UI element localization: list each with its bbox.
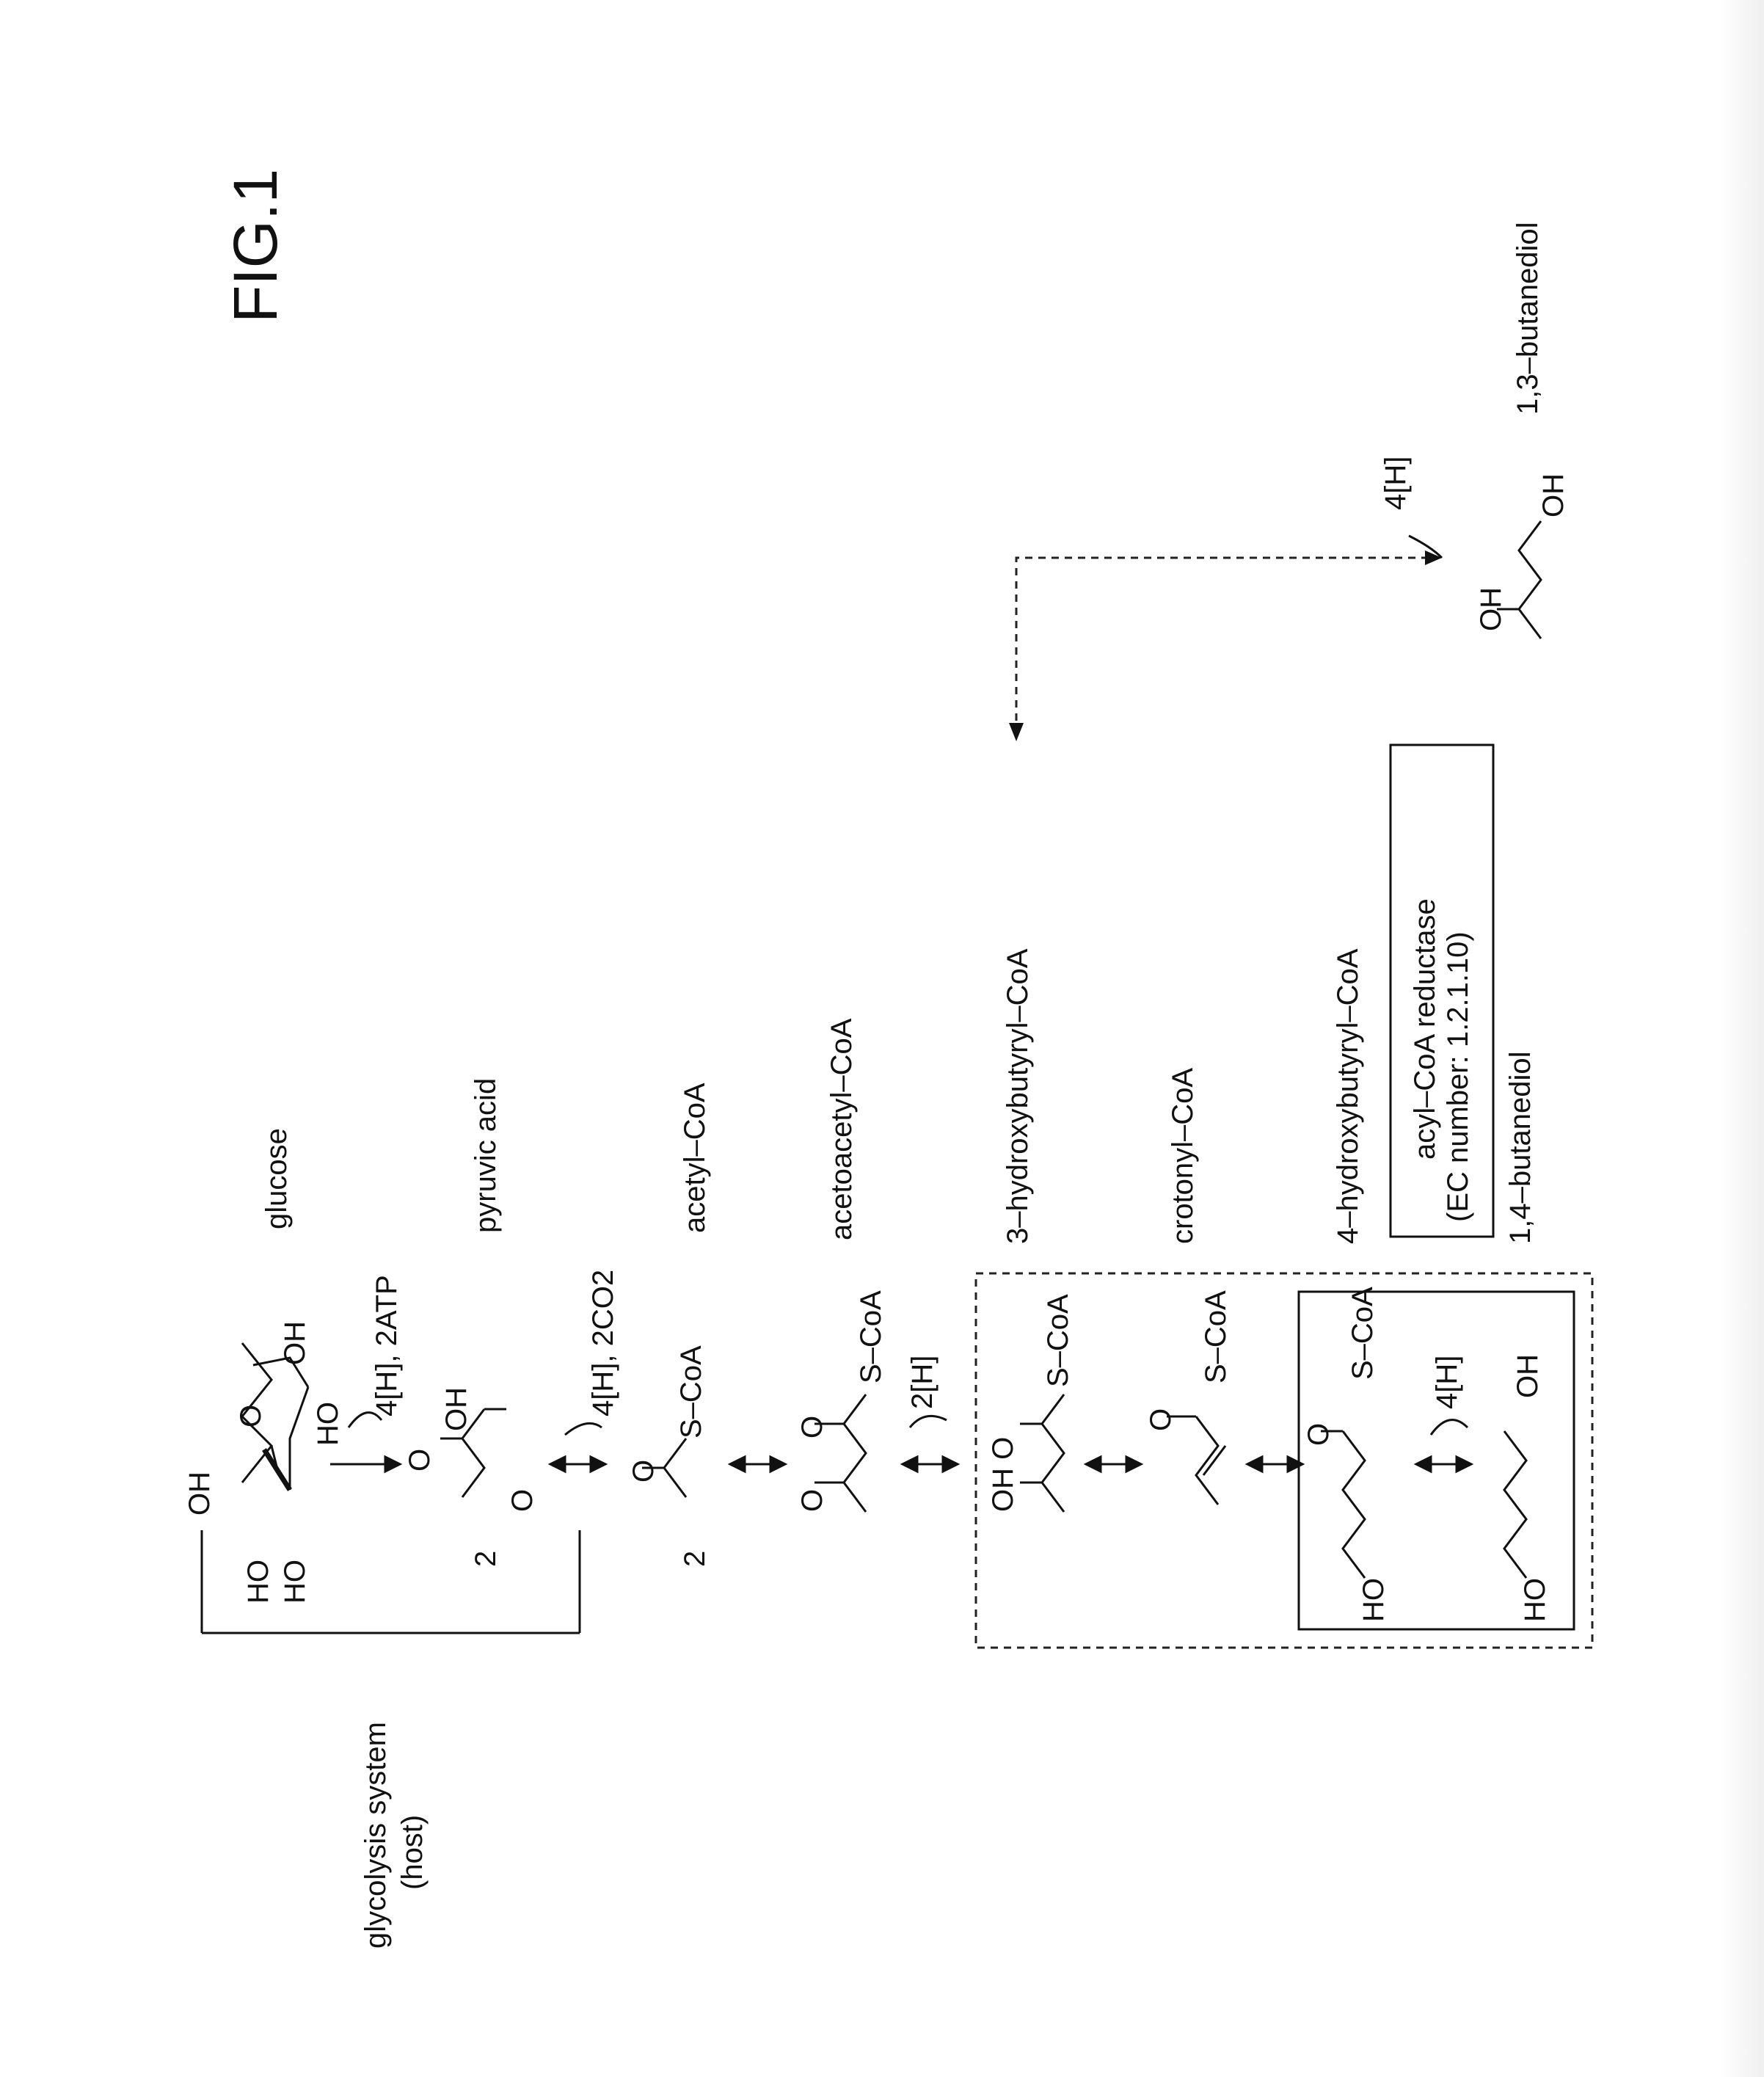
cofactor-4h-14bdo: 4[H] [1431, 1356, 1464, 1409]
atom-4hb-scoa: S–CoA [1346, 1287, 1380, 1380]
atom-pyruvate-o2: O [506, 1489, 539, 1512]
label-glucose: glucose [260, 1128, 294, 1229]
atom-14bdo-ho: HO [1519, 1578, 1552, 1622]
enzyme-name: acyl–CoA reductase [1409, 898, 1442, 1160]
atom-acetoacetyl-o2: O [796, 1416, 829, 1438]
atom-acetyl-scoa: S–CoA [675, 1345, 708, 1438]
atom-4hb-o: O [1302, 1423, 1335, 1446]
cofactor-2h: 2[H] [906, 1356, 939, 1409]
page-edge-shadow [1720, 0, 1764, 2077]
cofactor-4h-13bdo: 4[H] [1380, 456, 1413, 510]
host-label-2: (host) [396, 1815, 429, 1890]
atom-3hb-scoa: S–CoA [1042, 1294, 1075, 1387]
hb3-skeleton [1020, 1394, 1064, 1512]
cofactor-decarboxylation: 4[H], 2CO2 [587, 1270, 620, 1416]
stoich-acetyl: 2 [679, 1551, 712, 1567]
atom-pyruvate-oh: OH [440, 1387, 473, 1431]
atom-acetoacetyl-scoa: S–CoA [855, 1290, 888, 1383]
atom-3hb-oh-o: OH O [987, 1437, 1020, 1512]
dashed-route-arrowhead-2 [1425, 550, 1442, 565]
label-1-3-butanediol: 1,3–butanediol [1512, 222, 1545, 415]
atom-pyruvate-o1: O [404, 1449, 437, 1472]
label-3-hydroxybutyryl-coa: 3–hydroxybutyryl–CoA [1002, 949, 1035, 1244]
atom-13bdo-oh-1: OH [1475, 587, 1508, 631]
atom-acetyl-o: O [627, 1460, 660, 1483]
dashed-route-arrowhead [1009, 723, 1024, 741]
atom-glucose-ho-3: HO [312, 1402, 345, 1446]
cofactor-glycolysis: 4[H], 2ATP [371, 1275, 404, 1416]
label-acetyl-coa: acetyl–CoA [679, 1083, 712, 1233]
label-4-hydroxybutyryl-coa: 4–hydroxybutyryl–CoA [1332, 949, 1365, 1244]
bdo14-skeleton [1504, 1431, 1526, 1578]
atom-acetoacetyl-o1: O [796, 1489, 829, 1512]
label-pyruvic-acid: pyruvic acid [470, 1078, 503, 1233]
reaction-arrows [330, 1457, 1471, 1472]
atom-glucose-oh-right: OH [279, 1321, 312, 1365]
hb4-skeleton [1321, 1431, 1365, 1578]
dashed-route [1016, 558, 1438, 734]
atom-glucose-oh-top: OH [183, 1472, 216, 1516]
label-crotonyl-coa: crotonyl–CoA [1167, 1068, 1200, 1244]
atom-crotonyl-o: O [1145, 1408, 1178, 1431]
host-label-1: glycolysis system [360, 1722, 393, 1949]
atom-glucose-ho-2: HO [279, 1560, 312, 1604]
atom-14bdo-oh: OH [1512, 1354, 1545, 1398]
stoich-pyruvate: 2 [470, 1551, 503, 1567]
atom-glucose-ho-1: HO [242, 1560, 275, 1604]
atom-4hb-ho: HO [1357, 1578, 1391, 1622]
atom-glucose-o: O [235, 1405, 268, 1427]
label-1-4-butanediol: 1,4–butanediol [1504, 1052, 1537, 1244]
atom-crotonyl-scoa: S–CoA [1200, 1290, 1233, 1383]
label-acetoacetyl-coa: acetoacetyl–CoA [825, 1019, 859, 1240]
atom-13bdo-oh-2: OH [1537, 473, 1570, 517]
enzyme-ec-number: (EC number: 1.2.1.10) [1442, 931, 1475, 1222]
